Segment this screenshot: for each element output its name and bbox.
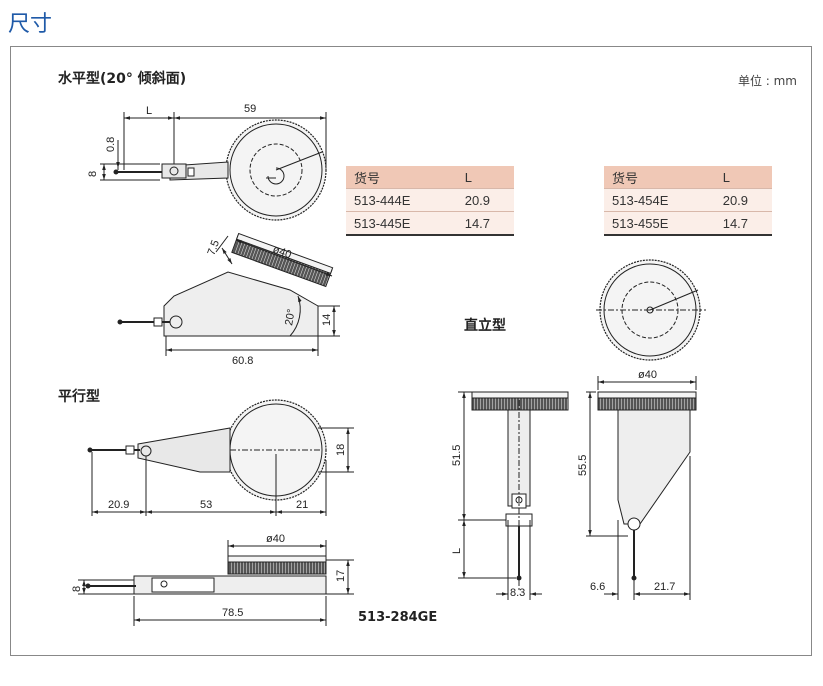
section-title-parallel: 平行型 <box>58 389 100 405</box>
section-title-vertical: 直立型 <box>464 318 506 334</box>
dim-label: 60.8 <box>232 355 253 367</box>
dim-label: L <box>451 548 463 554</box>
dim-label: 59 <box>244 103 256 115</box>
dim-label: L <box>146 105 152 117</box>
table-header: 货号 <box>604 166 715 189</box>
table-header: L <box>714 166 772 189</box>
parallel-top-view <box>87 399 354 516</box>
section-title-horizontal: 水平型(20° 倾斜面) <box>58 71 187 87</box>
dim-label: ø40 <box>638 369 657 381</box>
dim-label: 7.5 <box>206 239 223 257</box>
table-header: L <box>456 166 514 189</box>
horizontal-top-view <box>100 112 327 221</box>
dim-label: 21.7 <box>654 581 675 593</box>
page-title: 尺寸 <box>8 12 53 37</box>
dim-label: 55.5 <box>577 455 589 476</box>
dim-label: 20° <box>283 308 298 326</box>
table-row: 513-445E 14.7 <box>346 211 514 235</box>
horizontal-side-view <box>117 232 340 356</box>
table-header: 货号 <box>346 166 457 189</box>
dim-label: 51.5 <box>451 445 463 466</box>
dim-label: 8 <box>87 171 99 177</box>
table-cell: 20.9 <box>714 188 772 212</box>
dim-label: 21 <box>296 499 308 511</box>
model-label: 513-284GE <box>358 610 438 625</box>
table-cell: 513-445E <box>346 211 457 235</box>
dim-label: 0.8 <box>105 137 117 152</box>
parallel-side-view <box>78 540 354 626</box>
dim-label: 8 <box>71 586 83 592</box>
dim-label: 6.6 <box>590 581 605 593</box>
dim-label: 53 <box>200 499 212 511</box>
table-header-row: 货号 L <box>346 166 514 189</box>
dim-label: 8.3 <box>510 587 525 599</box>
spec-table-2: 货号 L 513-454E 20.9 513-455E 14.7 <box>604 166 772 236</box>
unit-label: 单位 : mm <box>737 74 797 88</box>
dim-label: 20.9 <box>108 499 129 511</box>
table-row: 513-454E 20.9 <box>604 188 772 212</box>
table-cell: 14.7 <box>714 211 772 235</box>
vertical-front-view <box>458 391 569 600</box>
dim-label: 78.5 <box>222 607 243 619</box>
dim-label: 17 <box>335 570 347 582</box>
vertical-face-view <box>596 259 706 361</box>
table-row: 513-455E 14.7 <box>604 211 772 235</box>
dim-label: 14 <box>321 314 333 326</box>
diagram-frame <box>10 46 812 656</box>
table-cell: 513-444E <box>346 188 457 212</box>
dim-label: 18 <box>335 444 347 456</box>
vertical-side-view <box>586 376 697 600</box>
dimension-labels: L 59 0.8 8 7.5 ø40 20° 14 60.8 20.9 53 2… <box>71 103 675 619</box>
table-cell: 20.9 <box>456 188 514 212</box>
dim-label: ø40 <box>266 533 285 545</box>
table-header-row: 货号 L <box>604 166 772 189</box>
table-cell: 513-455E <box>604 211 715 235</box>
spec-table-1: 货号 L 513-444E 20.9 513-445E 14.7 <box>346 166 514 236</box>
table-cell: 14.7 <box>456 211 514 235</box>
table-cell: 513-454E <box>604 188 715 212</box>
table-row: 513-444E 20.9 <box>346 188 514 212</box>
